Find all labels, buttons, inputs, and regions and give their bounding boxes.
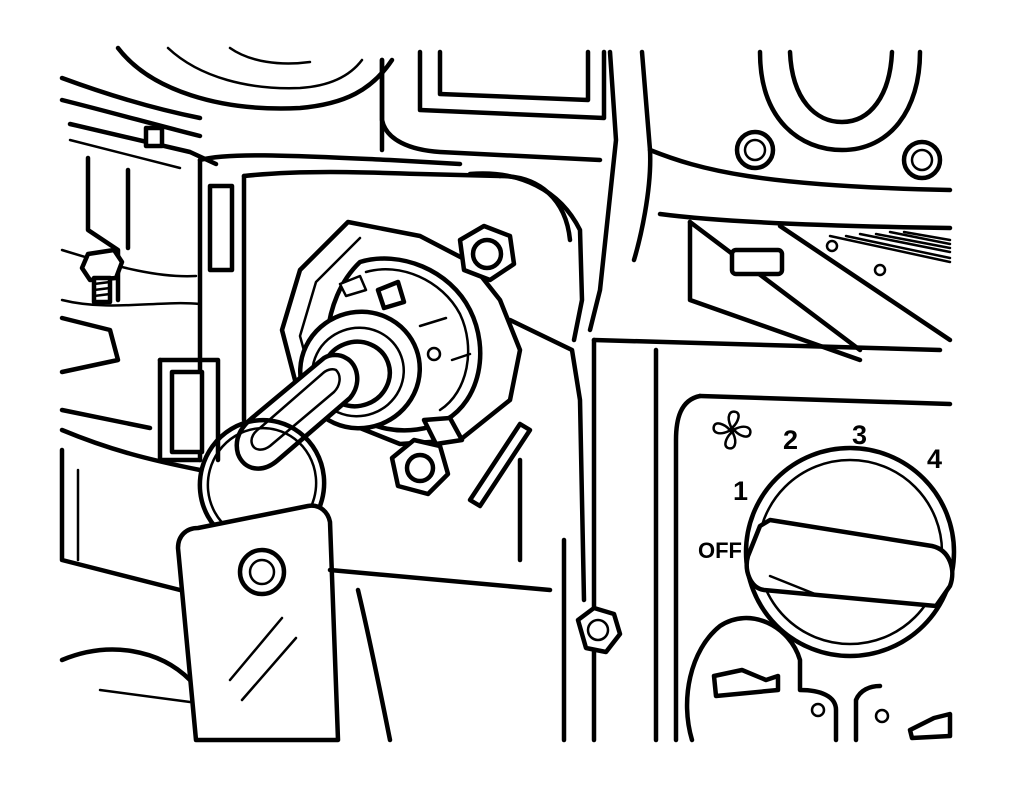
ignition-key <box>234 352 360 471</box>
blower-position-off: OFF <box>698 538 742 563</box>
hvac-control-panel <box>673 393 953 743</box>
defrost-icon <box>711 667 781 699</box>
housing-bolt-lower <box>389 437 451 497</box>
bezel-tab <box>375 279 407 311</box>
shroud-clip <box>143 125 165 149</box>
bracket-tab <box>169 369 205 455</box>
right-vent <box>687 219 953 363</box>
right-gauge-area <box>647 49 953 231</box>
gauge-cluster-arcs <box>115 45 395 111</box>
vent-tab <box>729 247 785 277</box>
center-panel-edge <box>561 337 943 743</box>
blower-position-3: 3 <box>852 420 867 450</box>
steering-column-shroud <box>59 75 219 431</box>
panel-bolt-left <box>734 129 776 171</box>
key-tag <box>175 503 341 743</box>
panel-bolt-right <box>901 139 943 181</box>
blower-position-2: 2 <box>783 425 798 455</box>
fan-icon <box>712 410 752 450</box>
blower-position-1: 1 <box>733 476 748 506</box>
mode-control-knob[interactable] <box>684 615 839 743</box>
blower-position-4: 4 <box>927 444 942 474</box>
temp-control-knob[interactable] <box>853 683 953 743</box>
blower-control-knob[interactable] <box>743 445 957 659</box>
blower-knob-handle <box>744 517 955 609</box>
release-pin-tool <box>467 421 533 509</box>
lower-panel <box>59 427 553 743</box>
upper-trim-panel <box>379 49 653 333</box>
housing-bolt-upper <box>457 223 517 283</box>
panel-screw <box>575 605 623 655</box>
bracket-slot <box>207 183 235 273</box>
shroud-stud-nut <box>79 247 125 305</box>
